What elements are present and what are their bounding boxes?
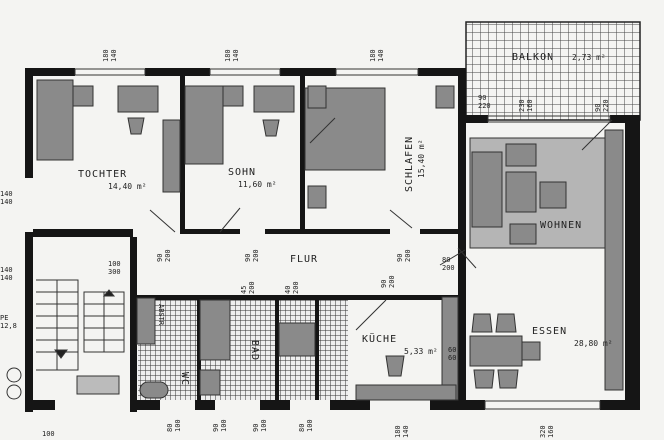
dimension-door-tochter: 200: [164, 249, 172, 262]
dimension-bottom-essen: 320: [539, 425, 547, 438]
room-area-tochter: 14,40 m²: [108, 182, 147, 191]
dimension-balkon-door-left: 220: [478, 102, 491, 110]
dimension-door-kueche: 200: [388, 275, 396, 288]
room-label-wohnen: WOHNEN: [540, 220, 582, 231]
dimension-bottom-kueche: 140: [402, 425, 410, 438]
dimension-bottom-bad1: 100: [220, 419, 228, 432]
dimension-window-sohn: 180: [224, 49, 232, 62]
dimension-left-lower: 140: [0, 274, 13, 282]
dimension-door-abstell: 200: [292, 281, 300, 294]
dimension-bottom-sc: 80: [298, 424, 306, 432]
dimension-window-sohn: 140: [232, 49, 240, 62]
room-area-essen: 28,80 m²: [574, 339, 613, 348]
dimension-window-schlafen: 140: [377, 49, 385, 62]
dimension-balkon-window: 230: [518, 99, 526, 112]
dimension-left-side: 12,8: [0, 322, 17, 330]
furniture: [36, 79, 624, 401]
room-area-schlafen: 15,40 m²: [417, 139, 426, 178]
room-label-wc: WC: [179, 372, 190, 386]
kitchen-tiles: [318, 297, 348, 400]
dimension-balkon-door-right: 220: [602, 99, 610, 112]
dimension-stair-door: 300: [108, 268, 121, 276]
dimension-pass-through: 60: [448, 346, 456, 354]
room-label-bad: BAD: [249, 340, 260, 361]
dimension-window-tochter: 140: [110, 49, 118, 62]
dimension-left-upper: 140: [0, 198, 13, 206]
dimension-bottom-entry: 100: [42, 430, 55, 438]
dimension-bottom-sc: 100: [306, 419, 314, 432]
dimension-bottom-kueche: 180: [394, 425, 402, 438]
dimension-door-bad: 200: [248, 281, 256, 294]
dimension-left-upper: 140: [0, 190, 13, 198]
dimension-window-schlafen: 180: [369, 49, 377, 62]
dimension-stair-door: 100: [108, 260, 121, 268]
balcony: [465, 21, 641, 121]
room-label-abstell: ABSTR: [157, 304, 165, 326]
walls: [25, 68, 640, 412]
room-label-sohn: SOHN: [228, 167, 256, 178]
room-label-kueche: KÜCHE: [362, 332, 397, 345]
room-label-flur: FLUR: [290, 254, 318, 265]
dimension-bottom-bad2: 100: [260, 419, 268, 432]
room-area-sohn: 11,60 m²: [238, 180, 277, 189]
room-area-balkon: 2,73 m²: [572, 53, 606, 62]
dimension-door-schlafen: 200: [404, 249, 412, 262]
dimension-bottom-bad2: 90: [252, 424, 260, 432]
dimension-bottom-essen: 160: [547, 425, 555, 438]
dimension-door-sohn: 200: [252, 249, 260, 262]
dimension-door-wohnen: 80: [442, 256, 450, 264]
room-label-schlafen: SCHLAFEN: [404, 136, 415, 192]
dimension-bottom-bad1: 90: [212, 424, 220, 432]
dimension-balkon-window: 160: [526, 99, 534, 112]
dimension-balkon-door-left: 90: [478, 94, 486, 102]
windows: [74, 68, 611, 410]
dimension-door-tochter: 90: [156, 254, 164, 262]
room-labels: TOCHTER 14,40 m² SOHN 11,60 m² SCHLAFEN …: [78, 52, 613, 386]
room-label-balkon: BALKON: [512, 52, 554, 63]
dimension-door-kueche: 90: [380, 280, 388, 288]
room-label-essen: ESSEN: [532, 326, 567, 337]
dimension-pass-through: 60: [448, 354, 456, 362]
staircase: [6, 279, 125, 400]
dimension-left-side: PE: [0, 314, 8, 322]
dimension-door-wohnen: 200: [442, 264, 455, 272]
room-label-tochter: TOCHTER: [78, 169, 127, 180]
dimension-left-lower: 140: [0, 266, 13, 274]
dimension-door-abstell: 40: [284, 286, 292, 294]
dimension-door-schlafen: 90: [396, 254, 404, 262]
dimension-bottom-wc: 80: [166, 424, 174, 432]
dimension-balkon-door-right: 90: [594, 104, 602, 112]
door-swings: [149, 117, 613, 331]
room-area-kueche: 5,33 m²: [404, 347, 438, 356]
dimension-door-sohn: 90: [244, 254, 252, 262]
dimension-bottom-wc: 100: [174, 419, 182, 432]
dimension-window-tochter: 180: [102, 49, 110, 62]
dimension-door-bad: 45: [240, 286, 248, 294]
